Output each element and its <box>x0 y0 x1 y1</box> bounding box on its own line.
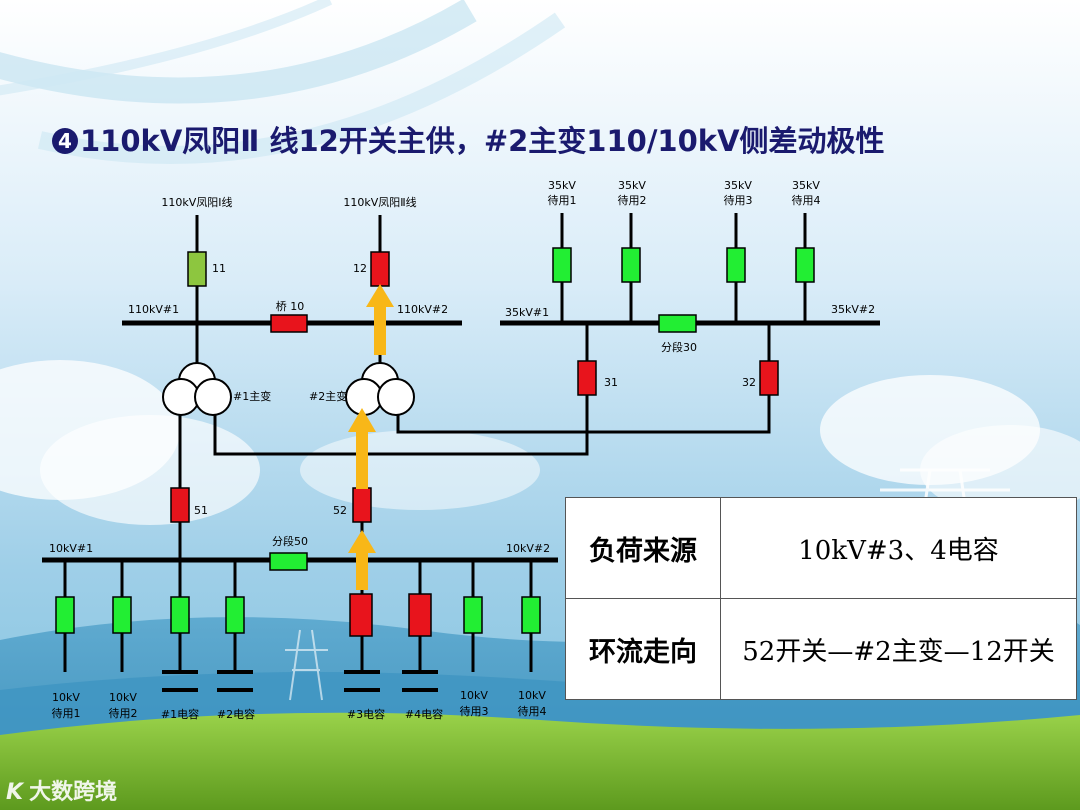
label-sw11: 11 <box>212 262 226 275</box>
label-35kv-feeder2-voltage: 35kV <box>618 179 646 192</box>
switch-35kv-feeder2[interactable] <box>621 247 641 283</box>
label-sw51: 51 <box>194 504 208 517</box>
label-sw52: 52 <box>333 504 347 517</box>
switch-31[interactable] <box>577 360 597 396</box>
label-35kv-feeder4-name: 待用4 <box>792 193 821 207</box>
flow-arrow-up-icon <box>348 530 376 590</box>
switch-10kv-feeder2[interactable] <box>112 596 132 634</box>
capacitor-plates <box>162 670 438 692</box>
label-tr2: #2主变 <box>309 389 347 403</box>
label-35kv-feeder4-voltage: 35kV <box>792 179 820 192</box>
label-seg30: 分段30 <box>661 340 697 354</box>
switch-35kv-feeder3[interactable] <box>726 247 746 283</box>
label-bus10-2: 10kV#2 <box>506 542 550 555</box>
switch-35kv-feeder1[interactable] <box>552 247 572 283</box>
flow-arrow-up-icon <box>366 284 394 355</box>
switch-segment-30[interactable] <box>658 314 697 333</box>
label-bus35-1: 35kV#1 <box>505 306 549 319</box>
switch-cap2[interactable] <box>225 596 245 634</box>
switch-10kv-feeder3[interactable] <box>463 596 483 634</box>
switch-cap3[interactable] <box>349 593 373 637</box>
label-10kv-feeder1-name: 待用1 <box>52 706 81 720</box>
label-10kv-feeder3-voltage: 10kV <box>460 689 488 702</box>
label-line1: 110kV凤阳Ⅰ线 <box>161 195 232 209</box>
switch-35kv-feeder4[interactable] <box>795 247 815 283</box>
label-35kv-feeder1-name: 待用1 <box>548 193 577 207</box>
table-row: 环流走向 52开关—#2主变—12开关 <box>565 598 1077 700</box>
switch-cap4[interactable] <box>408 593 432 637</box>
label-tr1: #1主变 <box>233 389 271 403</box>
load-source-header: 负荷来源 <box>565 497 721 599</box>
switch-segment-50[interactable] <box>269 552 308 571</box>
circulation-direction-value: 52开关—#2主变—12开关 <box>720 598 1077 700</box>
label-bus110-2: 110kV#2 <box>397 303 448 316</box>
transformer-2-icon[interactable] <box>345 362 415 416</box>
label-10kv-feeder1-voltage: 10kV <box>52 691 80 704</box>
info-table: 负荷来源 10kV#3、4电容 环流走向 52开关—#2主变—12开关 <box>565 497 1077 700</box>
label-35kv-feeder1-voltage: 35kV <box>548 179 576 192</box>
label-35kv-feeder3-voltage: 35kV <box>724 179 752 192</box>
switch-51[interactable] <box>170 487 190 523</box>
label-35kv-feeder3-name: 待用3 <box>724 193 753 207</box>
label-10kv-feeder3-name: 待用3 <box>460 704 489 718</box>
switch-52[interactable] <box>352 487 372 523</box>
page-title-text: 110kV凤阳Ⅱ 线12开关主供，#2主变110/10kV侧差动极性 <box>80 124 885 158</box>
switch-11[interactable] <box>187 251 207 287</box>
label-sw31: 31 <box>604 376 618 389</box>
label-cap2: #2电容 <box>217 707 255 721</box>
switch-bridge-10[interactable] <box>270 314 308 333</box>
brand-logo-text: 大数跨境 <box>29 780 118 805</box>
label-10kv-feeder2-voltage: 10kV <box>109 691 137 704</box>
label-cap4: #4电容 <box>405 707 443 721</box>
label-35kv-feeder2-name: 待用2 <box>618 193 647 207</box>
load-source-value: 10kV#3、4电容 <box>720 497 1077 599</box>
label-bus110-1: 110kV#1 <box>128 303 179 316</box>
brand-logo-mark: K <box>6 780 24 805</box>
switch-32[interactable] <box>759 360 779 396</box>
label-cap3: #3电容 <box>347 707 385 721</box>
switch-cap1[interactable] <box>170 596 190 634</box>
label-sw12: 12 <box>353 262 367 275</box>
switch-12[interactable] <box>370 251 390 287</box>
switch-10kv-feeder4[interactable] <box>521 596 541 634</box>
label-sw32: 32 <box>742 376 756 389</box>
flow-arrow-up-icon <box>348 408 376 489</box>
label-bus10-1: 10kV#1 <box>49 542 93 555</box>
label-bridge: 桥 10 <box>276 300 305 313</box>
circulation-direction-header: 环流走向 <box>565 598 721 700</box>
label-10kv-feeder4-voltage: 10kV <box>518 689 546 702</box>
label-10kv-feeder4-name: 待用4 <box>518 704 547 718</box>
label-seg50: 分段50 <box>272 534 308 548</box>
transformer-1-icon[interactable] <box>162 362 232 416</box>
label-10kv-feeder2-name: 待用2 <box>109 706 138 720</box>
label-bus35-2: 35kV#2 <box>831 303 875 316</box>
table-row: 负荷来源 10kV#3、4电容 <box>565 497 1077 599</box>
switch-10kv-feeder1[interactable] <box>55 596 75 634</box>
step-number-badge: 4 <box>52 128 78 154</box>
label-line2: 110kV凤阳Ⅱ线 <box>343 195 416 209</box>
label-cap1: #1电容 <box>161 707 199 721</box>
